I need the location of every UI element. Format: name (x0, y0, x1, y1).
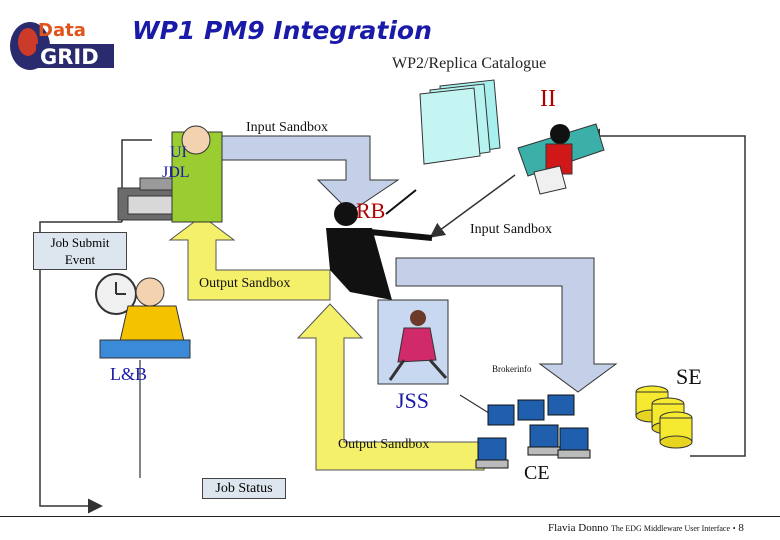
jss-label: JSS (396, 388, 430, 413)
rb-to-se-arrow (395, 257, 618, 393)
rb-person-icon (326, 189, 433, 300)
replica-catalogue-text: WP2/Replica Catalogue (392, 55, 547, 72)
footer-deck-title: The EDG Middleware User Interface (610, 524, 731, 533)
ui-label-line2: JDL (162, 164, 190, 181)
footer-author: Flavia Donno (548, 522, 609, 534)
se-storage-icon (635, 385, 693, 449)
job-submit-event-box: Job Submit Event (33, 232, 127, 270)
input-sandbox-label-right: Input Sandbox (470, 222, 553, 237)
ii-label: II (540, 86, 556, 112)
lb-person-icon (95, 273, 191, 359)
ui-label-line1: UI (170, 144, 187, 161)
jss-person-icon (377, 299, 449, 385)
page-title: WP1 PM9 Integration (132, 16, 432, 45)
ce-label: CE (524, 462, 550, 484)
replica-catalogue-label: WP2/Replica Catalogue (392, 54, 546, 73)
logo-text-top: Data (38, 20, 86, 41)
datagrid-logo: Data GRID (10, 20, 114, 70)
footer-page-number: 8 (738, 522, 744, 534)
ii-person-icon (517, 123, 605, 195)
output-sandbox-arrow-upper (168, 215, 331, 301)
ui-workstation-icon (117, 125, 223, 223)
loop-line-right (585, 128, 746, 457)
job-submit-line1: Job Submit (50, 235, 110, 250)
lb-label: L&B (110, 364, 148, 384)
logo-text-bottom: GRID (40, 45, 99, 69)
output-sandbox-label-lower: Output Sandbox (338, 437, 430, 452)
rb-label: RB (356, 198, 386, 223)
footer-bullet: • (732, 524, 736, 533)
logo-globe-highlight (18, 28, 38, 56)
ii-arrow-line (429, 174, 516, 238)
ce-computers-icon (475, 394, 591, 469)
se-label: SE (676, 364, 702, 389)
input-sandbox-label-top: Input Sandbox (246, 120, 329, 135)
logo-band (36, 44, 114, 68)
footer-divider (0, 516, 780, 517)
brokerinfo-label: Brokerinfo (492, 364, 532, 374)
replica-catalogue-icon (419, 79, 501, 165)
job-status-text: Job Status (215, 481, 273, 496)
input-sandbox-arrow-top (221, 135, 400, 213)
job-status-box: Job Status (202, 478, 286, 499)
footer: Flavia Donno The EDG Middleware User Int… (548, 522, 744, 534)
loop-line-left (39, 221, 122, 514)
job-submit-line2: Event (64, 252, 96, 267)
output-sandbox-label-upper: Output Sandbox (199, 276, 291, 291)
